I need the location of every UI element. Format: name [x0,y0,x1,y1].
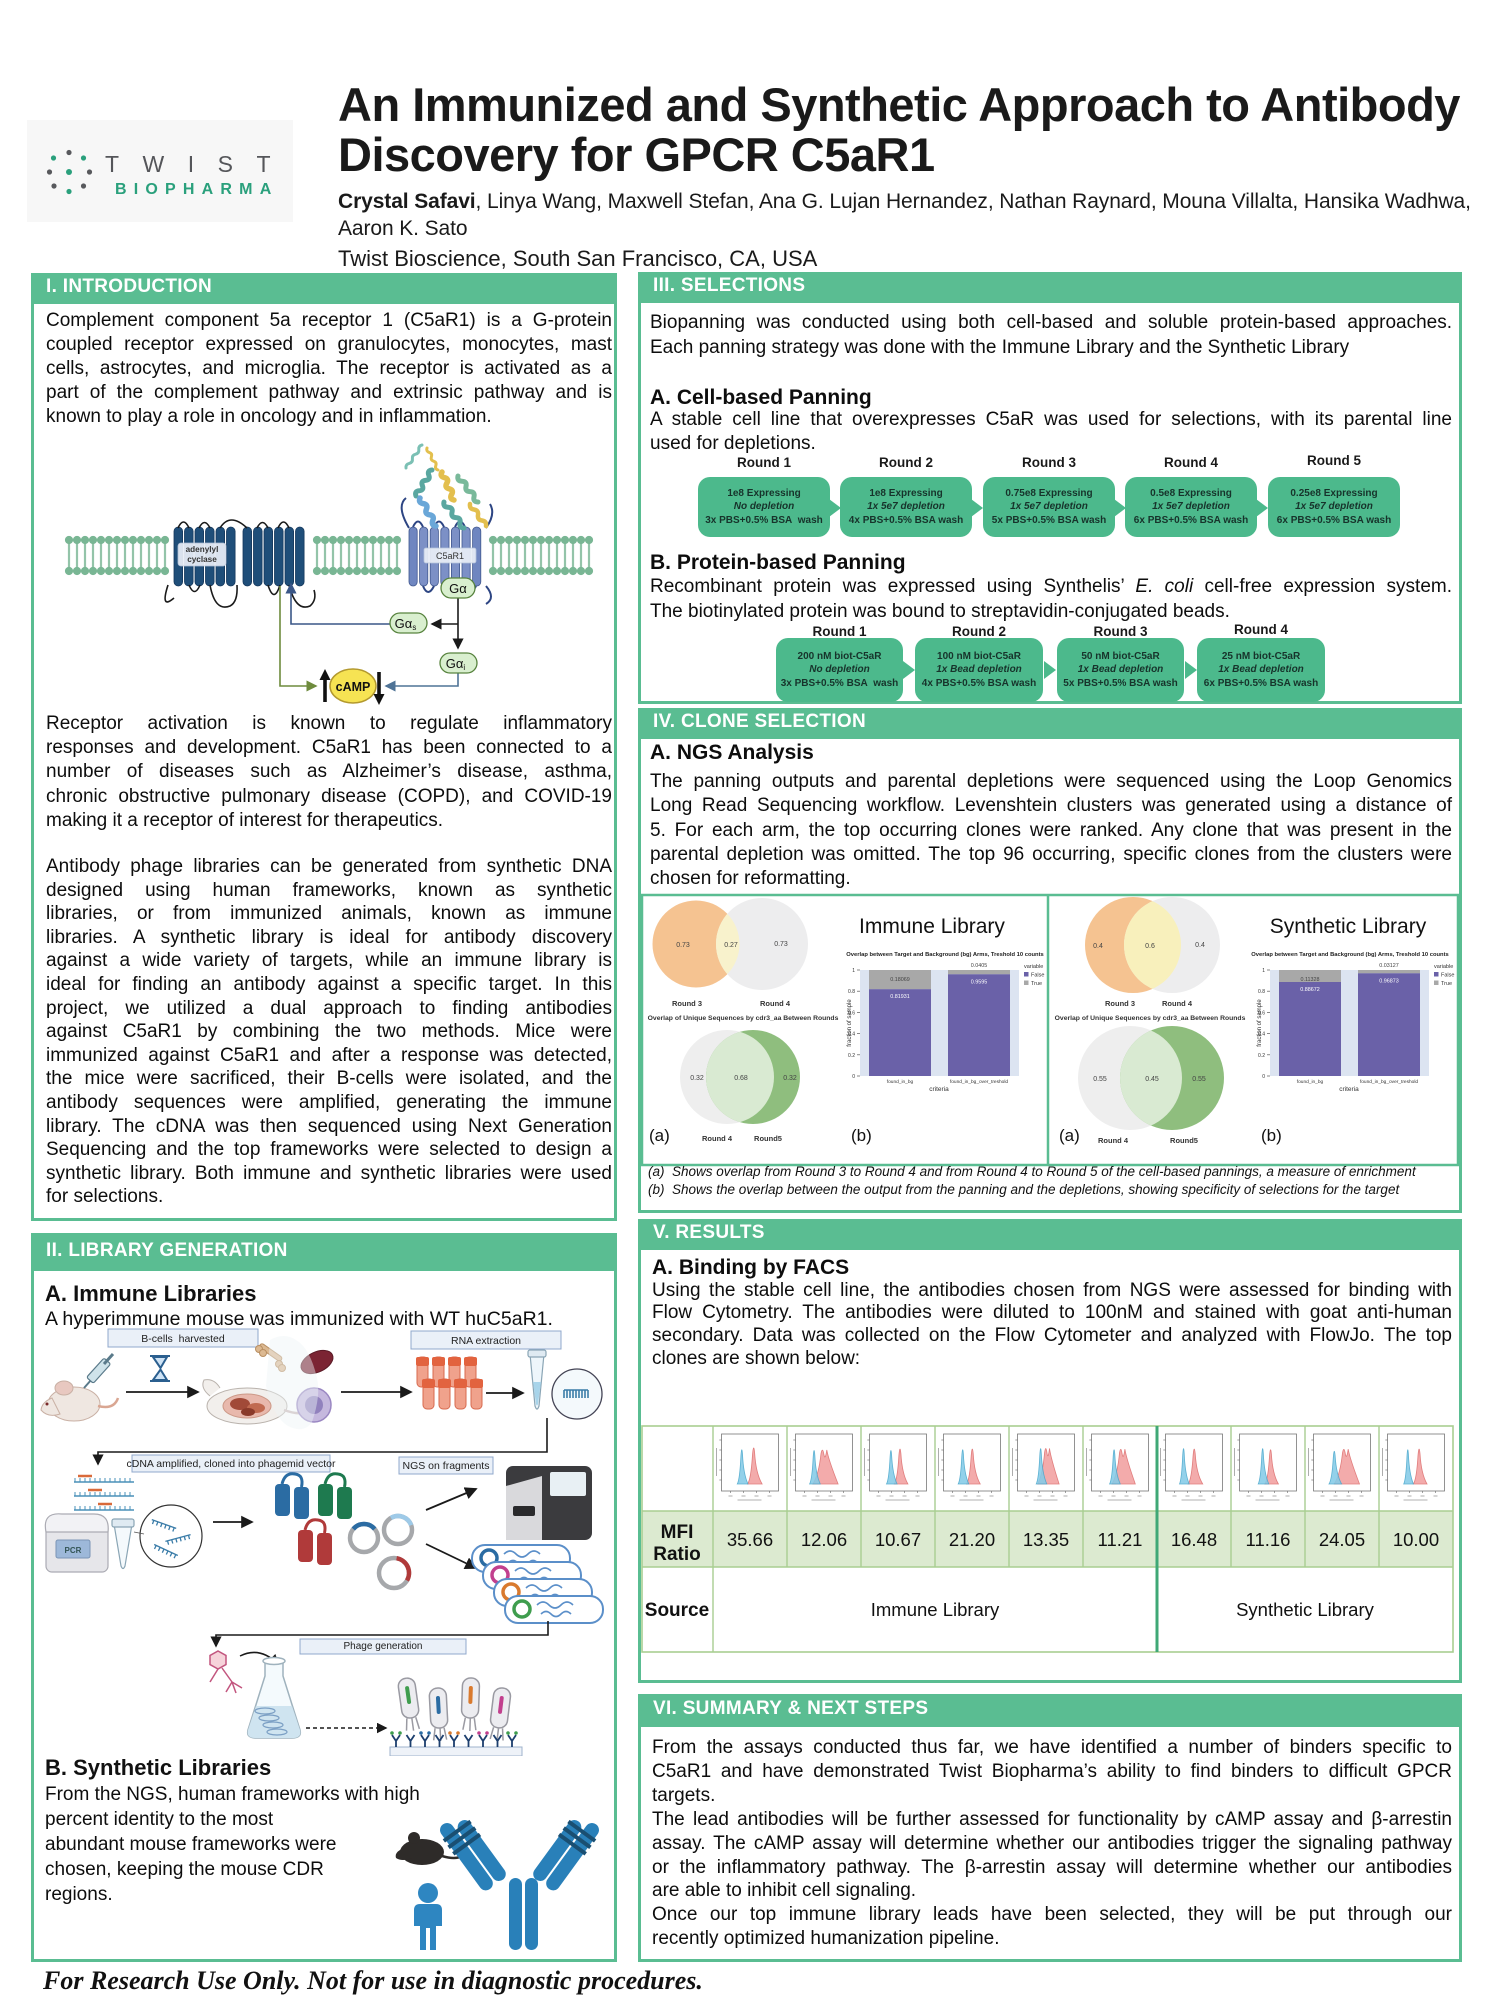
svg-text:0.11328: 0.11328 [1300,977,1319,983]
svg-text:criteria: criteria [929,1086,949,1093]
svg-text:0.9595: 0.9595 [971,979,988,985]
svg-text:0.0405: 0.0405 [971,963,988,969]
svg-text:0.55: 0.55 [1192,1076,1206,1083]
svg-text:(a): (a) [1059,1126,1080,1145]
svg-text:1: 1 [1262,968,1265,974]
svg-text:1: 1 [852,968,855,974]
svg-text:fraction of sample: fraction of sample [847,999,853,1047]
svg-text:cyclase: cyclase [187,555,217,564]
svg-text:0.96873: 0.96873 [1379,978,1399,984]
svg-text:0.6: 0.6 [1258,1010,1265,1016]
svg-text:Overlap between Target and Bac: Overlap between Target and Background (b… [1251,952,1448,958]
svg-text:found_in_bg_over_treshold: found_in_bg_over_treshold [950,1079,1008,1085]
svg-text:0.2: 0.2 [848,1053,855,1059]
svg-text:0.4: 0.4 [1258,1032,1265,1038]
svg-text:(b): (b) [851,1126,872,1145]
svg-text:MFI: MFI [661,1522,694,1543]
svg-text:TWIST: TWIST [105,151,293,177]
svg-text:16.48: 16.48 [1171,1529,1217,1550]
svg-text:0.73: 0.73 [774,941,788,948]
svg-text:0.4: 0.4 [848,1032,855,1038]
svg-text:NGS on fragments: NGS on fragments [403,1460,490,1472]
svg-text:Round 4: Round 4 [1098,1136,1129,1145]
svg-text:0: 0 [1262,1074,1265,1080]
svg-text:adenylyl: adenylyl [186,545,219,554]
svg-text:0.8: 0.8 [1258,989,1265,995]
svg-text:variable: variable [1434,964,1453,970]
svg-text:Gα: Gα [449,581,467,596]
svg-text:found_in_bg_over_treshold: found_in_bg_over_treshold [1360,1079,1418,1085]
svg-text:0.8: 0.8 [848,989,855,995]
svg-text:10.67: 10.67 [875,1529,921,1550]
svg-text:Round5: Round5 [1170,1136,1198,1145]
svg-text:Immune Library: Immune Library [871,1599,1000,1620]
svg-text:13.35: 13.35 [1023,1529,1069,1550]
svg-text:RNA extraction: RNA extraction [451,1335,521,1347]
svg-text:True: True [1031,981,1042,987]
svg-text:C5aR1: C5aR1 [436,551,464,561]
svg-text:11.16: 11.16 [1246,1529,1291,1550]
svg-text:found_in_bg: found_in_bg [1297,1079,1324,1085]
svg-text:0.6: 0.6 [1145,943,1155,950]
svg-text:Overlap of Unique Sequences by: Overlap of Unique Sequences by cdr3_aa B… [1055,1015,1246,1022]
svg-text:0.32: 0.32 [690,1075,704,1082]
svg-text:12.06: 12.06 [801,1529,847,1550]
svg-text:0.45: 0.45 [1145,1076,1159,1083]
svg-text:0.03127: 0.03127 [1379,963,1399,969]
svg-text:(a): (a) [649,1126,670,1145]
svg-text:cAMP: cAMP [336,680,371,694]
svg-text:0.6: 0.6 [848,1010,855,1016]
svg-text:0.18069: 0.18069 [890,977,910,983]
svg-text:24.05: 24.05 [1319,1529,1365,1550]
svg-text:criteria: criteria [1339,1086,1359,1093]
svg-text:True: True [1441,981,1452,987]
svg-text:Round 4: Round 4 [702,1134,733,1143]
svg-text:Source: Source [645,1600,709,1621]
svg-text:False: False [1441,973,1454,979]
svg-text:Synthetic Library: Synthetic Library [1270,915,1427,938]
svg-text:Overlap between Target and Bac: Overlap between Target and Background (b… [846,952,1043,958]
svg-text:11.21: 11.21 [1098,1529,1143,1550]
svg-text:Gαi: Gαi [446,656,466,672]
svg-text:0.4: 0.4 [1195,942,1205,949]
svg-text:Gαs: Gαs [395,616,417,632]
svg-text:10.00: 10.00 [1393,1529,1439,1550]
svg-text:Round 3: Round 3 [1105,999,1135,1008]
svg-text:Overlap of Unique Sequences by: Overlap of Unique Sequences by cdr3_aa B… [648,1015,839,1022]
svg-text:0.27: 0.27 [724,942,738,949]
svg-text:0: 0 [852,1074,855,1080]
svg-text:Phage generation: Phage generation [344,1641,423,1652]
svg-text:fraction of sample: fraction of sample [1257,999,1263,1047]
svg-text:PCR: PCR [65,1546,82,1555]
svg-text:False: False [1031,973,1044,979]
svg-text:Synthetic Library: Synthetic Library [1236,1599,1375,1620]
svg-text:0.73: 0.73 [676,942,690,949]
svg-text:BIOPHARMA: BIOPHARMA [115,181,278,198]
svg-text:found_in_bg: found_in_bg [887,1079,914,1085]
svg-text:0.88672: 0.88672 [1300,987,1320,993]
svg-text:variable: variable [1024,964,1043,970]
svg-text:B-cells harvested: B-cells harvested [141,1333,225,1345]
svg-text:cDNA amplified, cloned into ph: cDNA amplified, cloned into phagemid vec… [127,1458,336,1470]
svg-text:Round 4: Round 4 [1162,999,1193,1008]
svg-text:0.4: 0.4 [1093,943,1103,950]
svg-text:21.20: 21.20 [949,1529,995,1550]
svg-text:35.66: 35.66 [727,1529,773,1550]
svg-text:0.55: 0.55 [1093,1076,1107,1083]
svg-text:Immune Library: Immune Library [859,915,1005,938]
svg-text:Ratio: Ratio [653,1544,701,1565]
svg-text:Round 4: Round 4 [760,999,791,1008]
svg-text:Round 3: Round 3 [672,999,702,1008]
svg-text:Round5: Round5 [754,1134,782,1143]
svg-text:0.32: 0.32 [783,1075,797,1082]
svg-text:0.2: 0.2 [1258,1053,1265,1059]
svg-text:(b): (b) [1261,1126,1282,1145]
svg-text:0.68: 0.68 [734,1075,748,1082]
svg-text:0.81931: 0.81931 [890,994,910,1000]
